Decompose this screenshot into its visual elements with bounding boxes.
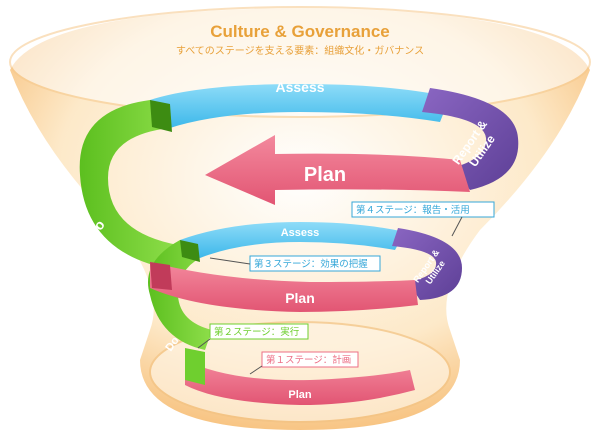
lower-do-joint [180, 240, 200, 262]
upper-do-joint [150, 100, 172, 132]
lower-assess-band [180, 222, 405, 258]
upper-assess-band [150, 84, 450, 128]
upper-assess-label: Assess [275, 79, 324, 95]
stage2-label: 第２ステージ：実行 [214, 326, 300, 338]
lower-plan-band [150, 262, 418, 312]
stage4-label: 第４ステージ：報告・活用 [356, 204, 470, 216]
diagram-subtitle: すべてのステージを支える要素：組織文化・ガバナンス [176, 44, 424, 57]
lower-plan-joint [150, 262, 172, 290]
upper-plan-arrow [205, 135, 470, 205]
upper-do-arc [79, 100, 178, 270]
bottom-do-stub [185, 348, 205, 385]
stage4-callout: 第４ステージ：報告・活用 [351, 201, 495, 237]
diagram-title: Culture & Governance [210, 22, 390, 41]
stage3-label: 第３ステージ：効果の把握 [254, 258, 368, 270]
upper-report-arc [422, 88, 519, 190]
upper-plan-label: Plan [304, 164, 346, 186]
bottom-plan-band [185, 360, 415, 405]
lower-assess-label: Assess [281, 227, 320, 239]
stage1-label: 第１ステージ：計画 [266, 354, 351, 366]
stage1-callout: 第１ステージ：計画 [249, 351, 359, 375]
stage3-callout: 第３ステージ：効果の把握 [209, 255, 381, 272]
bottom-plan-label: Plan [288, 389, 312, 401]
stage2-callout: 第２ステージ：実行 [197, 323, 309, 349]
lower-plan-label: Plan [285, 290, 315, 306]
